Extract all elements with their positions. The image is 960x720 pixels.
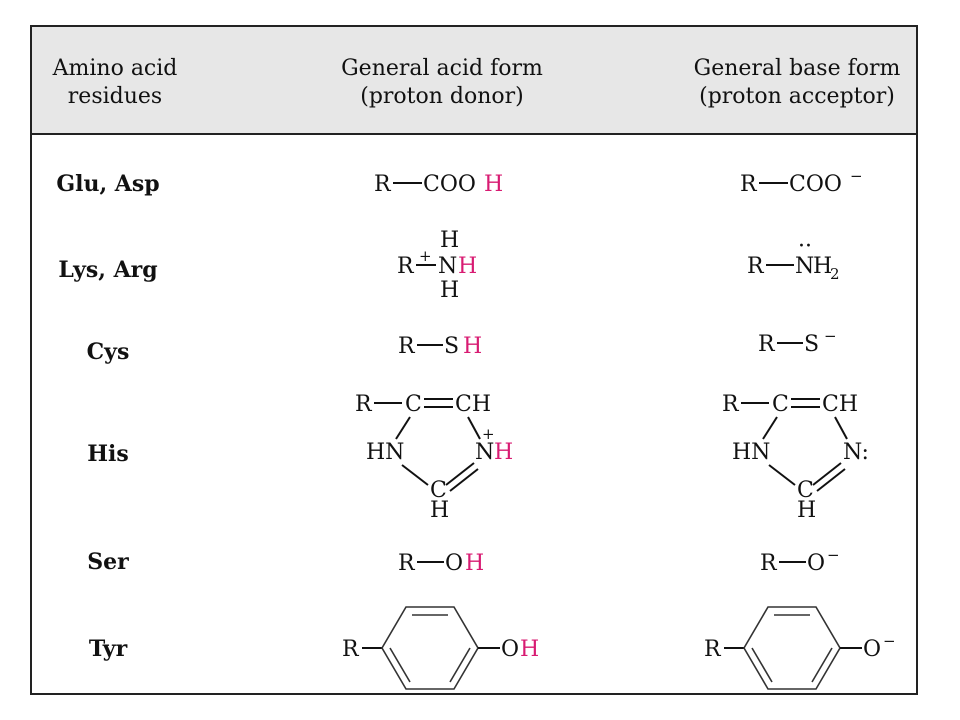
row-name-tyr: Tyr <box>89 636 128 662</box>
atom-n-lone-pair: N: <box>843 440 869 465</box>
acidic-proton: H <box>458 254 477 279</box>
header-col-base: General base form (proton acceptor) <box>682 55 912 111</box>
atom-c: C <box>797 478 814 503</box>
atom-c: C <box>430 478 447 503</box>
header-col1-line1: Amino acid <box>52 56 178 81</box>
benzene-ring <box>381 606 479 690</box>
header-col1-line2: residues <box>67 84 163 109</box>
atom-r: R <box>758 332 776 357</box>
atom-o: O <box>863 637 881 662</box>
negative-charge: − <box>824 327 837 345</box>
his-base-structure: R C CH HN N: C H <box>722 392 869 523</box>
tyr-base-structure: R O − <box>704 606 896 690</box>
ring-inner-bond <box>811 647 833 683</box>
atom-h-bottom: H <box>440 278 459 303</box>
ser-acid-formula: R O H <box>398 551 484 576</box>
bond-double-b <box>816 468 846 492</box>
row-name-his: His <box>87 441 129 467</box>
negative-charge: − <box>827 546 840 564</box>
atom-c: C <box>405 392 422 417</box>
row-name-lys-arg: Lys, Arg <box>58 257 157 283</box>
atom-h: H <box>430 498 449 523</box>
header-col2-line2: (proton donor) <box>360 84 524 109</box>
group-coo: COO <box>789 172 842 197</box>
atom-h: H <box>813 254 832 279</box>
atom-o: O <box>501 637 519 662</box>
bond-ring <box>762 416 778 440</box>
row-name-ser: Ser <box>87 549 129 575</box>
bond-ring <box>401 464 429 486</box>
atom-r: R <box>760 551 778 576</box>
atom-r: R <box>342 637 360 662</box>
atom-r: R <box>722 392 740 417</box>
header-col3-line2: (proton acceptor) <box>699 84 895 109</box>
acidic-proton: H <box>520 637 539 662</box>
bond-double-a <box>812 462 842 486</box>
row-name-glu-asp: Glu, Asp <box>56 171 159 197</box>
atom-h: H <box>797 498 816 523</box>
atom-o: O <box>445 551 463 576</box>
ser-base-formula: R O − <box>760 546 840 576</box>
tyr-acid-structure: R O H <box>342 606 539 690</box>
cys-base-formula: R S − <box>758 327 837 357</box>
atom-hn: HN <box>366 440 404 465</box>
his-acid-structure: R C CH HN N H + C H <box>355 392 513 523</box>
positive-charge: + <box>482 425 495 443</box>
lys-arg-acid-formula: R + N H H H <box>397 228 477 303</box>
atom-o: O <box>807 551 825 576</box>
cys-acid-formula: R S H <box>398 334 482 359</box>
atom-r: R <box>397 254 415 279</box>
atom-n: N <box>795 254 814 279</box>
atom-r: R <box>398 334 416 359</box>
atom-ch: CH <box>822 392 858 417</box>
atom-c: C <box>772 392 789 417</box>
bond-ring <box>834 416 848 440</box>
atom-hn: HN <box>732 440 770 465</box>
acidic-proton: H <box>463 334 482 359</box>
bond-ring <box>395 416 411 440</box>
header-col-acid: General acid form (proton donor) <box>332 55 552 111</box>
atom-n: N <box>438 254 457 279</box>
acidic-proton: H <box>484 172 503 197</box>
bond-double-b <box>449 468 479 492</box>
negative-charge: − <box>883 632 896 650</box>
row-name-cys: Cys <box>87 339 130 365</box>
negative-charge: − <box>850 167 863 185</box>
table-frame: Amino acid residues General acid form (p… <box>30 25 918 695</box>
group-coo: COO <box>423 172 476 197</box>
bond-ring <box>768 464 796 486</box>
positive-charge: + <box>419 247 432 265</box>
header-col3-line1: General base form <box>693 56 901 81</box>
bond-double-a <box>445 462 475 486</box>
acidic-proton: H <box>494 440 513 465</box>
atom-n: N <box>475 440 494 465</box>
atom-r: R <box>355 392 373 417</box>
ring-inner-bond <box>449 647 471 683</box>
atom-r: R <box>747 254 765 279</box>
atom-s: S <box>804 332 819 357</box>
bond-ring <box>467 416 481 440</box>
atom-r: R <box>704 637 722 662</box>
header-col2-line1: General acid form <box>341 56 543 81</box>
subscript-2: 2 <box>830 265 840 283</box>
acidic-proton: H <box>465 551 484 576</box>
header-col-residues: Amino acid residues <box>40 55 190 111</box>
benzene-ring <box>743 606 841 690</box>
atom-ch: CH <box>455 392 491 417</box>
lys-arg-base-formula: R N H 2 ·· <box>747 234 840 283</box>
lone-pair: ·· <box>798 234 812 259</box>
table-header: Amino acid residues General acid form (p… <box>32 27 916 135</box>
atom-r: R <box>740 172 758 197</box>
atom-h-top: H <box>440 228 459 253</box>
glu-asp-acid-formula: R COO H <box>374 172 503 197</box>
atom-r: R <box>398 551 416 576</box>
ring-inner-bond <box>389 647 411 683</box>
atom-s: S <box>444 334 459 359</box>
ring-inner-bond <box>751 647 773 683</box>
glu-asp-base-formula: R COO − <box>740 167 863 197</box>
table-body: Glu, Asp Lys, Arg Cys His Ser Tyr R COO … <box>56 167 896 690</box>
atom-r: R <box>374 172 392 197</box>
